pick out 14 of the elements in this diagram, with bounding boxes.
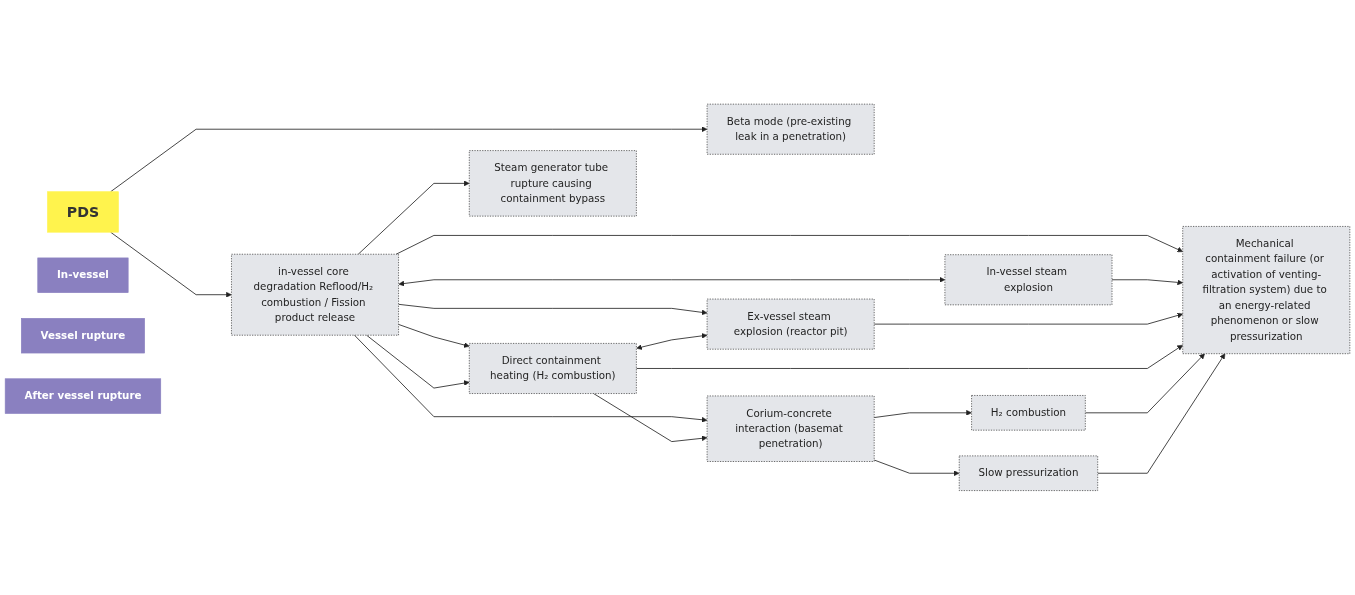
node-box: Corium-concrete interaction (basemat penetration) — [706, 395, 875, 462]
node-box: Direct containment heating (H₂ combustion) — [468, 343, 637, 394]
node-box: After vessel rupture — [4, 378, 162, 414]
node-box: Vessel rupture — [21, 318, 145, 354]
node-box: H₂ combustion — [971, 395, 1086, 431]
node-box: Slow pressurization — [958, 455, 1099, 492]
node-box: Beta mode (pre-existing leak in a penetration) — [706, 103, 875, 155]
node-box: Steam generator tube rupture causing containment bypass — [468, 150, 637, 217]
node-box: PDS — [47, 191, 119, 233]
node-box: in-vessel core degradation Reflood/H₂ combustion / Fission product release — [231, 254, 399, 336]
node-box: In-vessel — [37, 257, 129, 294]
node-box: Ex-vessel steam explosion (reactor pit) — [706, 298, 875, 350]
node-box: Mechanical containment failure (or activation of venting-filtration system) due to an energy-related phenomenon or slow pressurization — [1182, 226, 1351, 355]
node-box: In-vessel steam explosion — [944, 254, 1113, 306]
